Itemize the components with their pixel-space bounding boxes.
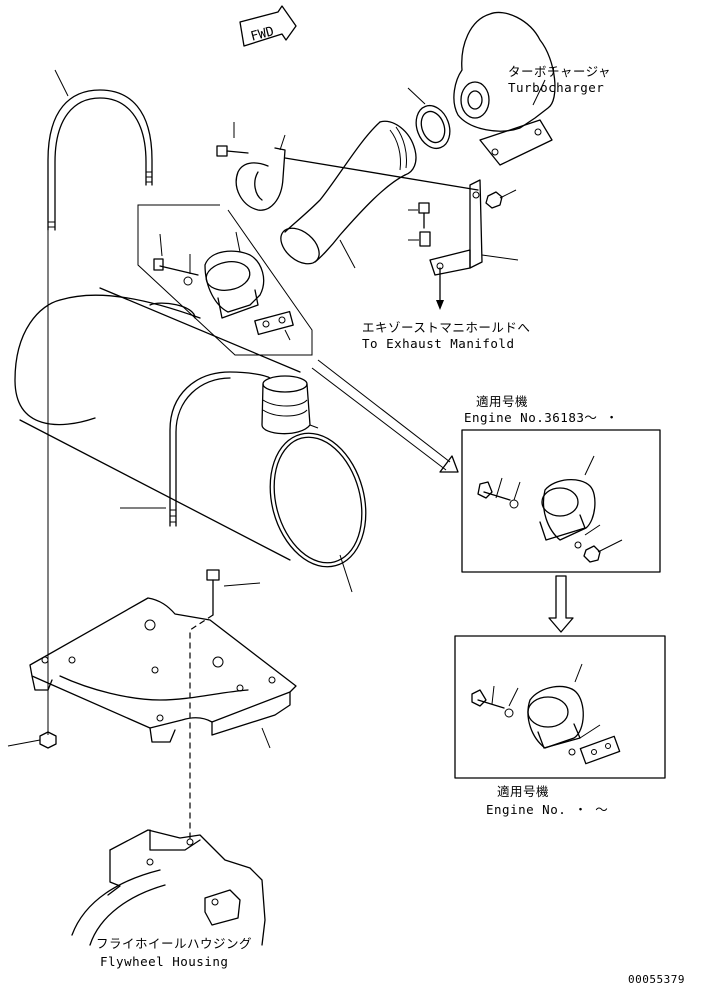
pipe-bracket <box>284 157 519 276</box>
applicable-upper-label-jp: 適用号機 <box>476 394 529 409</box>
drawing-number: 00055379 <box>628 973 685 986</box>
nut-bottom-left <box>7 731 57 749</box>
detail-arrow <box>311 359 459 473</box>
detail-box-lower <box>454 635 666 779</box>
gasket <box>407 87 451 150</box>
turbocharger <box>453 11 556 166</box>
exhaust-elbow-pipe <box>280 120 417 269</box>
to-manifold-arrow <box>436 267 444 310</box>
u-bolt-left <box>47 69 153 231</box>
bracket-bolt <box>408 202 431 247</box>
applicable-lower-label-en: Engine No. ・ 〜 <box>486 802 609 817</box>
clamp-assembly-outline <box>137 204 313 356</box>
muffler <box>14 287 367 593</box>
exhaust-manifold-label-en: To Exhaust Manifold <box>362 336 515 351</box>
flywheel-housing-label-en: Flywheel Housing <box>100 954 229 969</box>
fwd-arrow: FWD <box>239 5 297 47</box>
bracket-nut <box>485 189 517 209</box>
turbocharger-label-en: Turbocharger <box>508 80 605 95</box>
upper-clamp <box>235 134 286 211</box>
mounting-plate <box>29 597 297 749</box>
applicable-upper-label-en: Engine No.36183〜 ・ <box>464 410 619 425</box>
down-arrow <box>548 575 574 633</box>
applicable-lower-label-jp: 適用号機 <box>497 784 550 799</box>
detail-box-upper <box>461 429 661 573</box>
flywheel-housing <box>71 829 266 946</box>
clamp-assembly-1 <box>153 231 294 341</box>
alignment-line <box>47 230 214 840</box>
upper-bolt <box>216 122 249 157</box>
fwd-arrow-label: FWD <box>249 24 276 45</box>
flywheel-housing-label-jp: フライホイールハウジング <box>96 936 253 951</box>
exhaust-manifold-label-jp: エキゾーストマニホールドへ <box>362 320 531 335</box>
u-bolt-muffler <box>120 371 271 527</box>
turbocharger-label-jp: ターボチャージャ <box>508 64 612 79</box>
plate-bolt <box>206 569 261 616</box>
